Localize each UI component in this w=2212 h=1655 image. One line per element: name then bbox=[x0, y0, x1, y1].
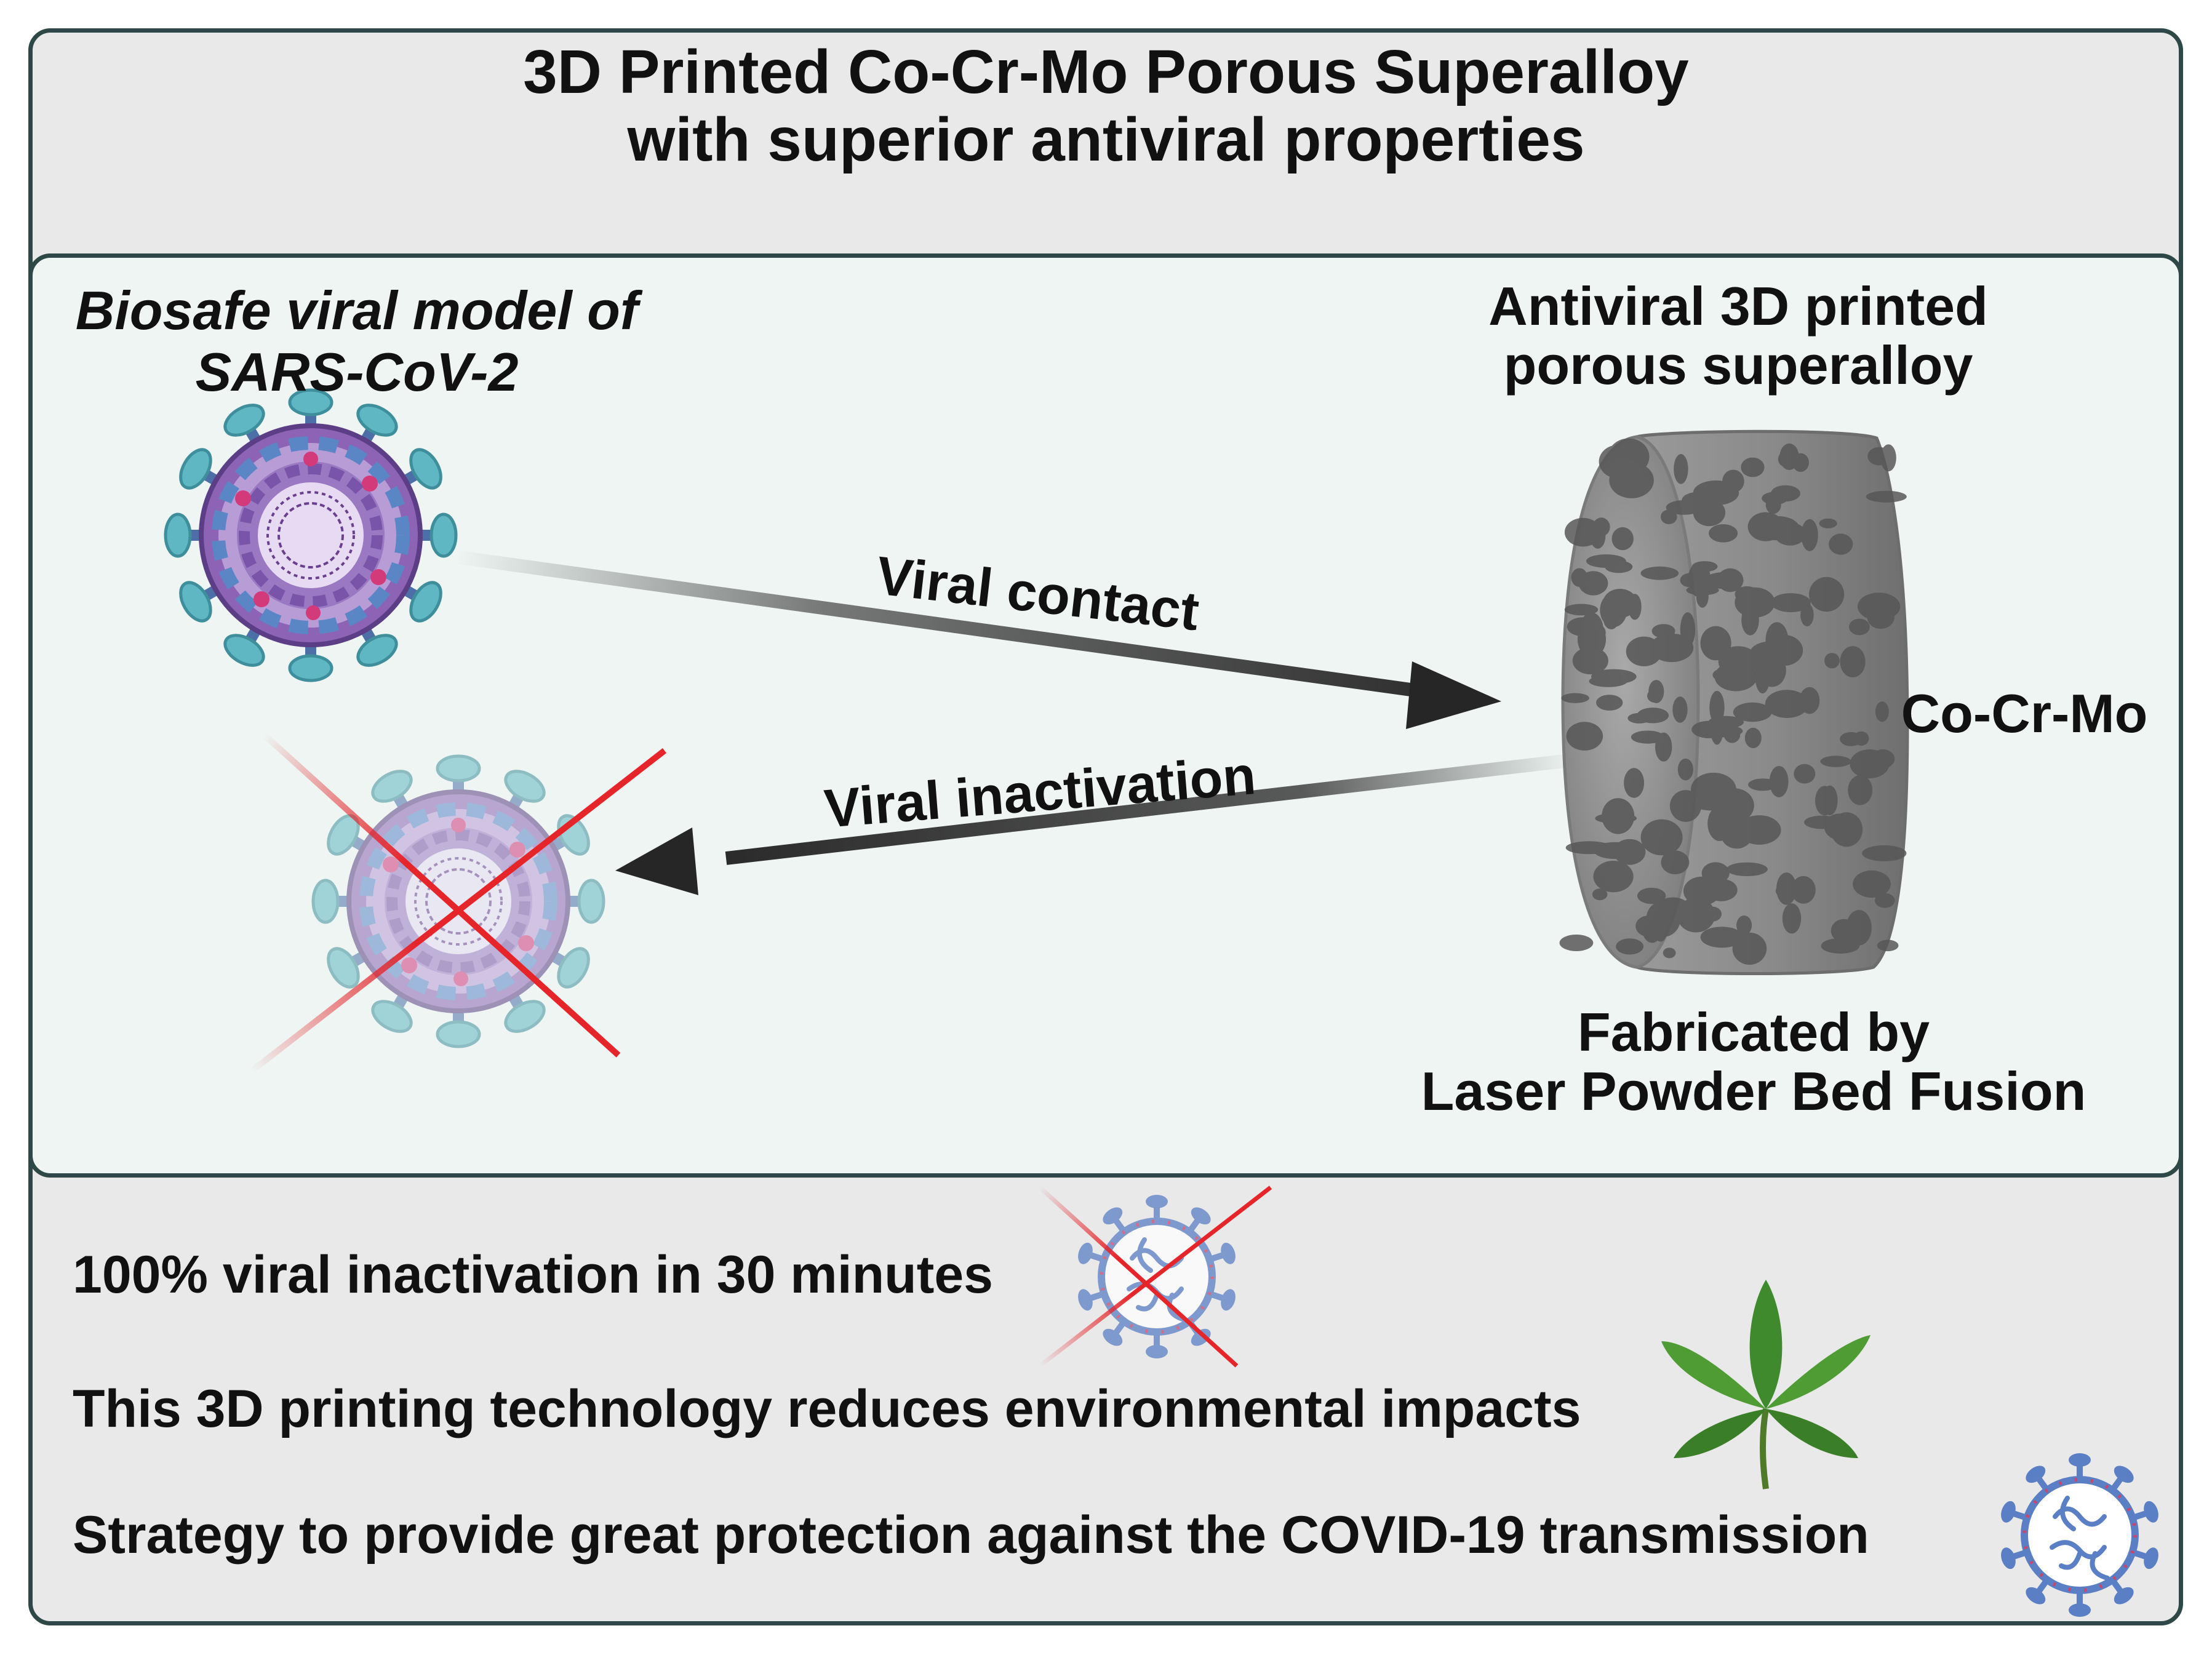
red-cross-line-2 bbox=[262, 733, 621, 1058]
viral-contact-arrow-shaft bbox=[454, 550, 1416, 697]
highlight-inactivation: 100% viral inactivation in 30 minutes bbox=[73, 1245, 994, 1304]
viral-contact-arrowhead bbox=[1406, 661, 1501, 729]
alloy-label: Antiviral 3D printed porous superalloy bbox=[1415, 277, 2061, 395]
alloy-label-line-2: porous superalloy bbox=[1503, 335, 1973, 396]
title-line-1: 3D Printed Co-Cr-Mo Porous Superalloy bbox=[523, 38, 1689, 106]
virus-model-label: Biosafe viral model of SARS-CoV-2 bbox=[49, 280, 665, 403]
highlight-protection: Strategy to provide great protection aga… bbox=[73, 1505, 1869, 1565]
virus-icon bbox=[1998, 1453, 2161, 1617]
fabrication-label-line-1: Fabricated by bbox=[1577, 1002, 1930, 1063]
alloy-label-line-1: Antiviral 3D printed bbox=[1488, 276, 1988, 337]
small-cross-line-1 bbox=[1038, 1186, 1272, 1368]
viral-inactivation-arrow-shaft bbox=[725, 753, 1576, 865]
highlight-environment: This 3D printing technology reduces envi… bbox=[73, 1379, 1581, 1438]
virus-model-label-line-2: SARS-CoV-2 bbox=[195, 341, 519, 402]
virus-model-label-line-1: Biosafe viral model of bbox=[75, 280, 639, 341]
leaf-icon bbox=[1661, 1280, 1871, 1490]
sars-cov-2-model-icon bbox=[166, 390, 456, 680]
fabrication-label: Fabricated by Laser Powder Bed Fusion bbox=[1384, 1003, 2123, 1121]
viral-inactivation-arrowhead bbox=[615, 828, 698, 895]
title-line-2: with superior antiviral properties bbox=[627, 105, 1585, 174]
porous-superalloy-icon bbox=[1559, 429, 1909, 975]
small-cross-line-2 bbox=[1038, 1186, 1239, 1368]
fabrication-label-line-2: Laser Powder Bed Fusion bbox=[1421, 1061, 2086, 1122]
composition-label: Co-Cr-Mo bbox=[1901, 683, 2148, 744]
figure-title: 3D Printed Co-Cr-Mo Porous Superalloy wi… bbox=[0, 38, 2212, 173]
